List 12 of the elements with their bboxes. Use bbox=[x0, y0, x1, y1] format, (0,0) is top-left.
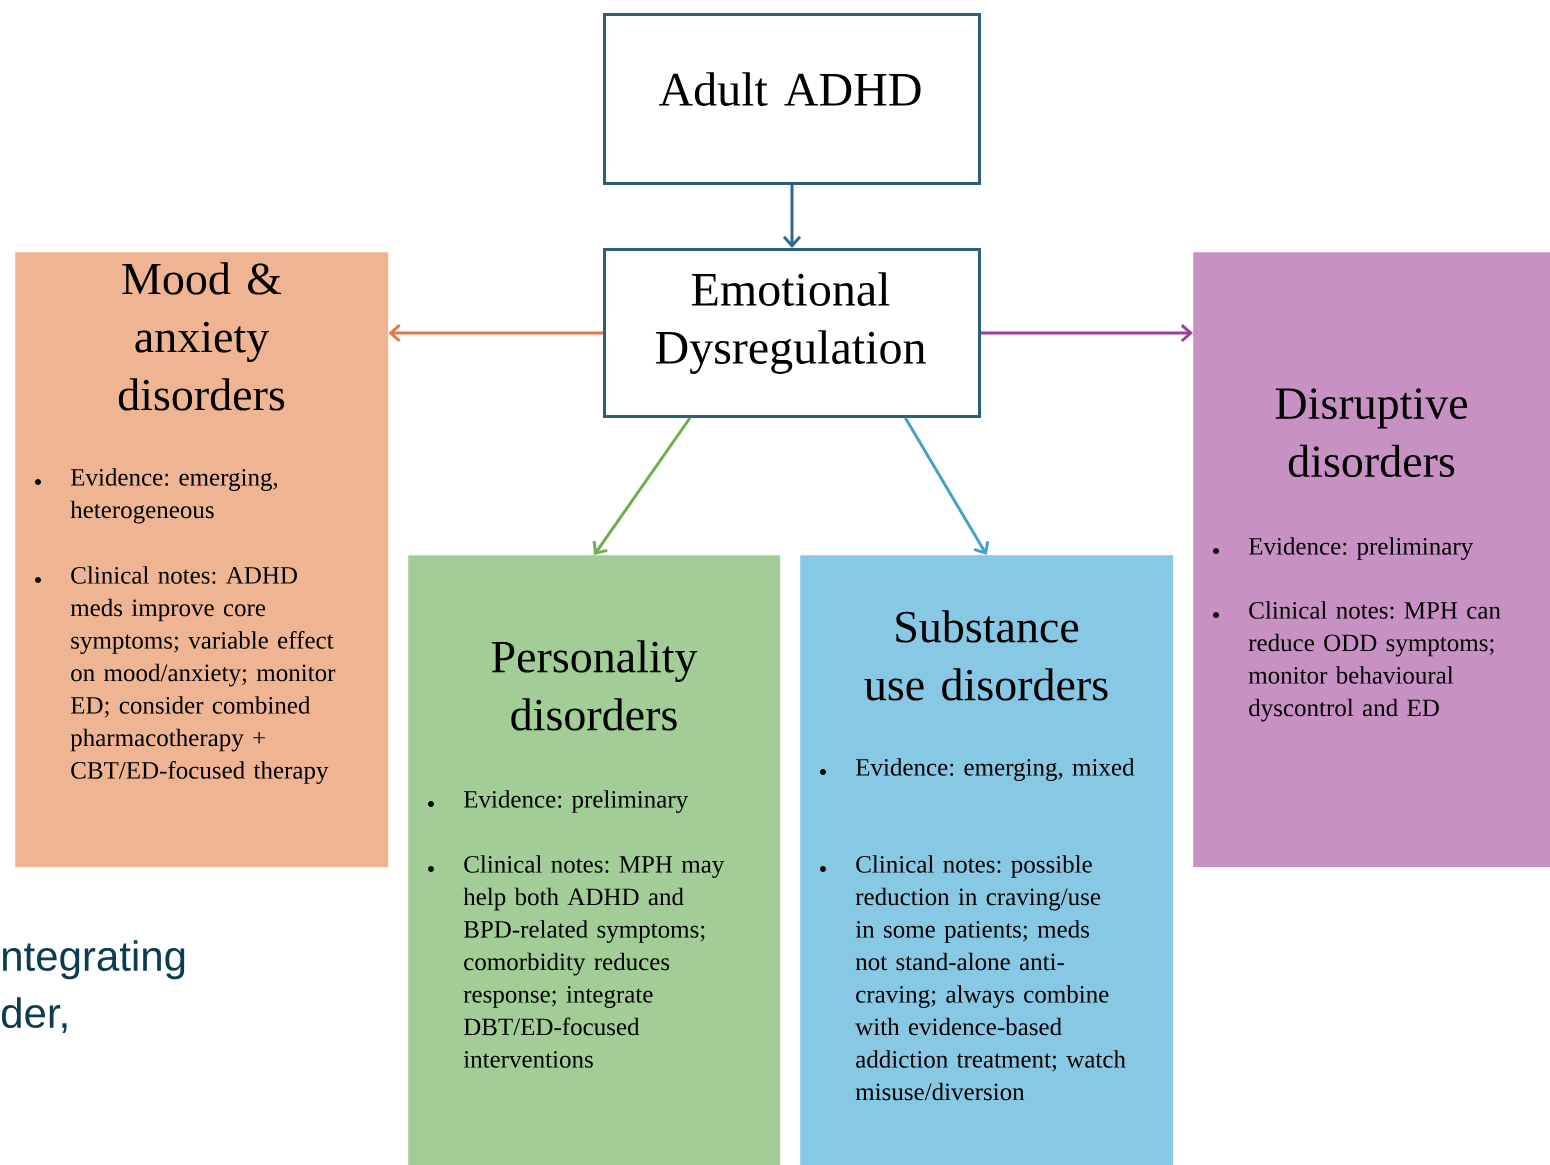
text-fragment: ntegrating der, bbox=[1, 940, 185, 1034]
arrow bbox=[592, 417, 692, 555]
arrow bbox=[782, 185, 802, 248]
disorder-card: Disruptive disorders Evidence: preliminary Clinical notes: MPH can reduce ODD symptoms; monitor behavioural dyscontrol and ED bbox=[1193, 252, 1550, 868]
concept-box: Emotional Dysregulation bbox=[603, 248, 981, 418]
disorder-card: Personality disorders Evidence: preliminary Clinical notes: MPH may help both ADHD and BPD-related symptoms; comorbidity reduces response; integrate DBT/ED-focused interventions bbox=[408, 555, 781, 1165]
concept-box: Adult ADHD bbox=[603, 13, 981, 185]
disorder-card: Mood & anxiety disorders Evidence: emerging, heterogeneous Clinical notes: ADHD meds improve core symptoms; variable effect on mood/anxiety; monitor ED; consider combined pharmacotherapy + CBT/ED-focused therapy bbox=[15, 252, 389, 868]
arrow bbox=[904, 417, 990, 555]
disorder-card: Substance use disorders Evidence: emerging, mixed Clinical notes: possible reduction in craving/use in some patients; meds not stand-alone anti-craving; always combine with evidence-based addiction treatment; watch misuse/diversion bbox=[800, 555, 1174, 1165]
arrow bbox=[981, 323, 1193, 343]
arrow bbox=[388, 323, 603, 343]
